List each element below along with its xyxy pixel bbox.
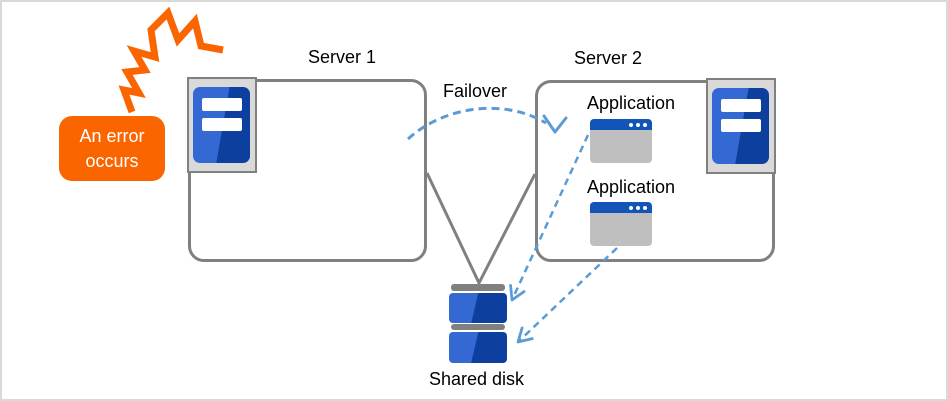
app2-to-disk-arrow [516,247,618,344]
application2-window-icon [590,202,652,246]
server1-label: Server 1 [308,47,377,67]
titlebar-dot [643,205,647,210]
disk-platter [449,293,507,323]
server2-label: Server 2 [574,48,643,68]
shared-disk-icon [449,284,507,363]
application1-label: Application [587,93,676,113]
app-window-body [590,130,652,163]
application2-label: Application [587,177,676,197]
app-window-body [590,213,652,246]
error-callout-line2: occurs [85,150,139,171]
error-callout-line1: An error [79,125,145,146]
server-tower-icon [712,88,769,164]
titlebar-dot [629,205,633,210]
disk-platter [449,332,507,363]
titlebar-dot [643,122,647,127]
failover-label: Failover [443,81,508,101]
server-slot [202,98,242,111]
application1-window-icon [590,119,652,163]
failover-arrow [406,106,547,141]
disk-cap [451,324,505,330]
titlebar-dot [636,122,640,127]
server-disk-connection-lines [425,172,537,287]
disk-cap [451,284,505,291]
app-titlebar [590,119,652,130]
server-slot [202,118,242,131]
shared-disk-label: Shared disk [429,369,525,389]
error-callout: An error occurs [59,116,165,181]
titlebar-dot [636,205,640,210]
server1-icon [187,77,257,173]
server2-icon [706,78,776,174]
server-slot [721,119,761,132]
server-slot [721,99,761,112]
app-titlebar [590,202,652,213]
titlebar-dot [629,122,633,127]
server-tower-icon [193,87,250,163]
